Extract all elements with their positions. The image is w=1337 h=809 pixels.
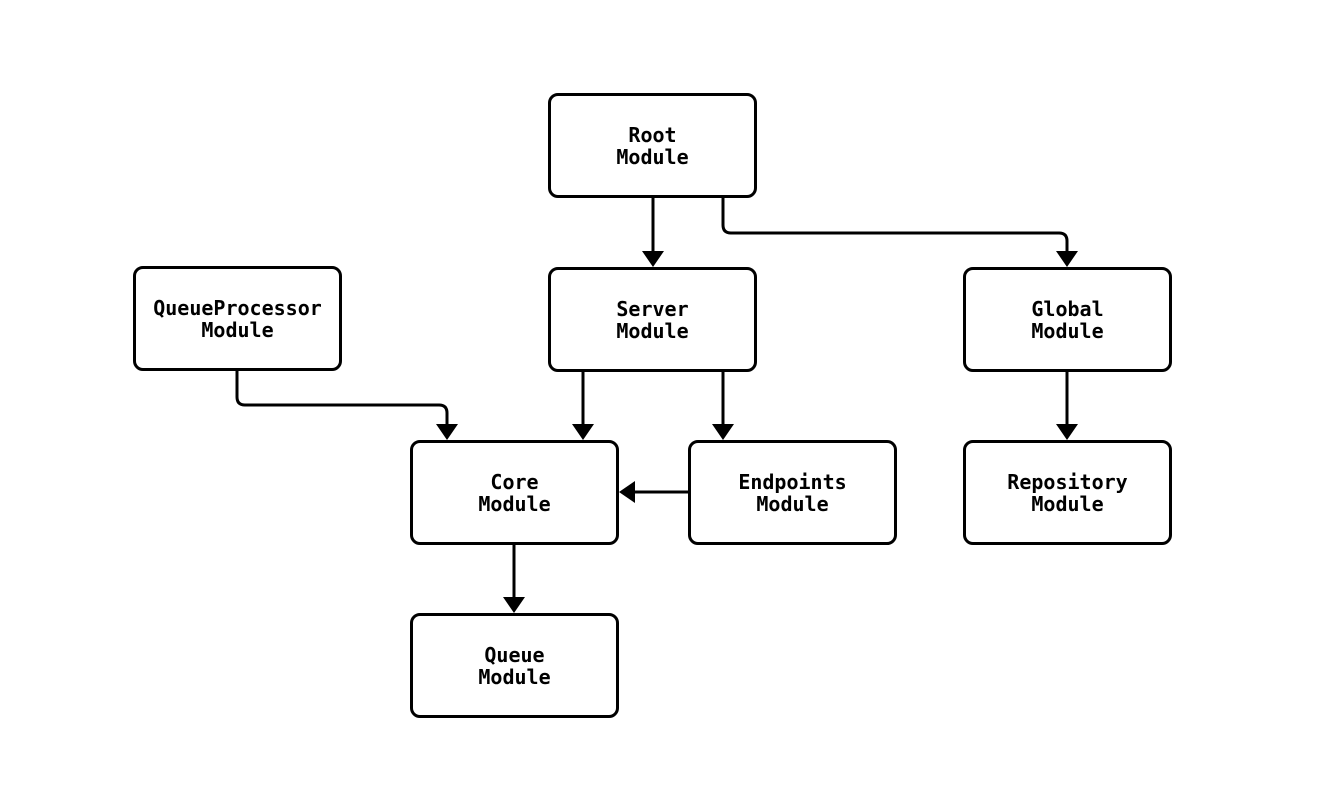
edge-queueprocessor-module-to-core-module [235,371,458,440]
node-root-module-label: Root Module [616,122,689,169]
node-queueprocessor-module: QueueProcessor Module [133,266,342,371]
node-server-module: Server Module [548,267,757,372]
node-endpoints-module: Endpoints Module [688,440,897,545]
node-global-module: Global Module [963,267,1172,372]
node-endpoints-module-label: Endpoints Module [738,469,847,516]
node-global-module-label: Global Module [1031,296,1104,343]
node-root-module: Root Module [548,93,757,198]
node-repository-module: Repository Module [963,440,1172,545]
node-core-module: Core Module [410,440,619,545]
node-queue-module-label: Queue Module [478,642,551,689]
node-server-module-label: Server Module [616,296,689,343]
node-repository-module-label: Repository Module [1007,469,1128,516]
node-queue-module: Queue Module [410,613,619,718]
node-queueprocessor-module-label: QueueProcessor Module [153,295,322,342]
edge-root-module-to-global-module [721,198,1078,267]
node-core-module-label: Core Module [478,469,551,516]
